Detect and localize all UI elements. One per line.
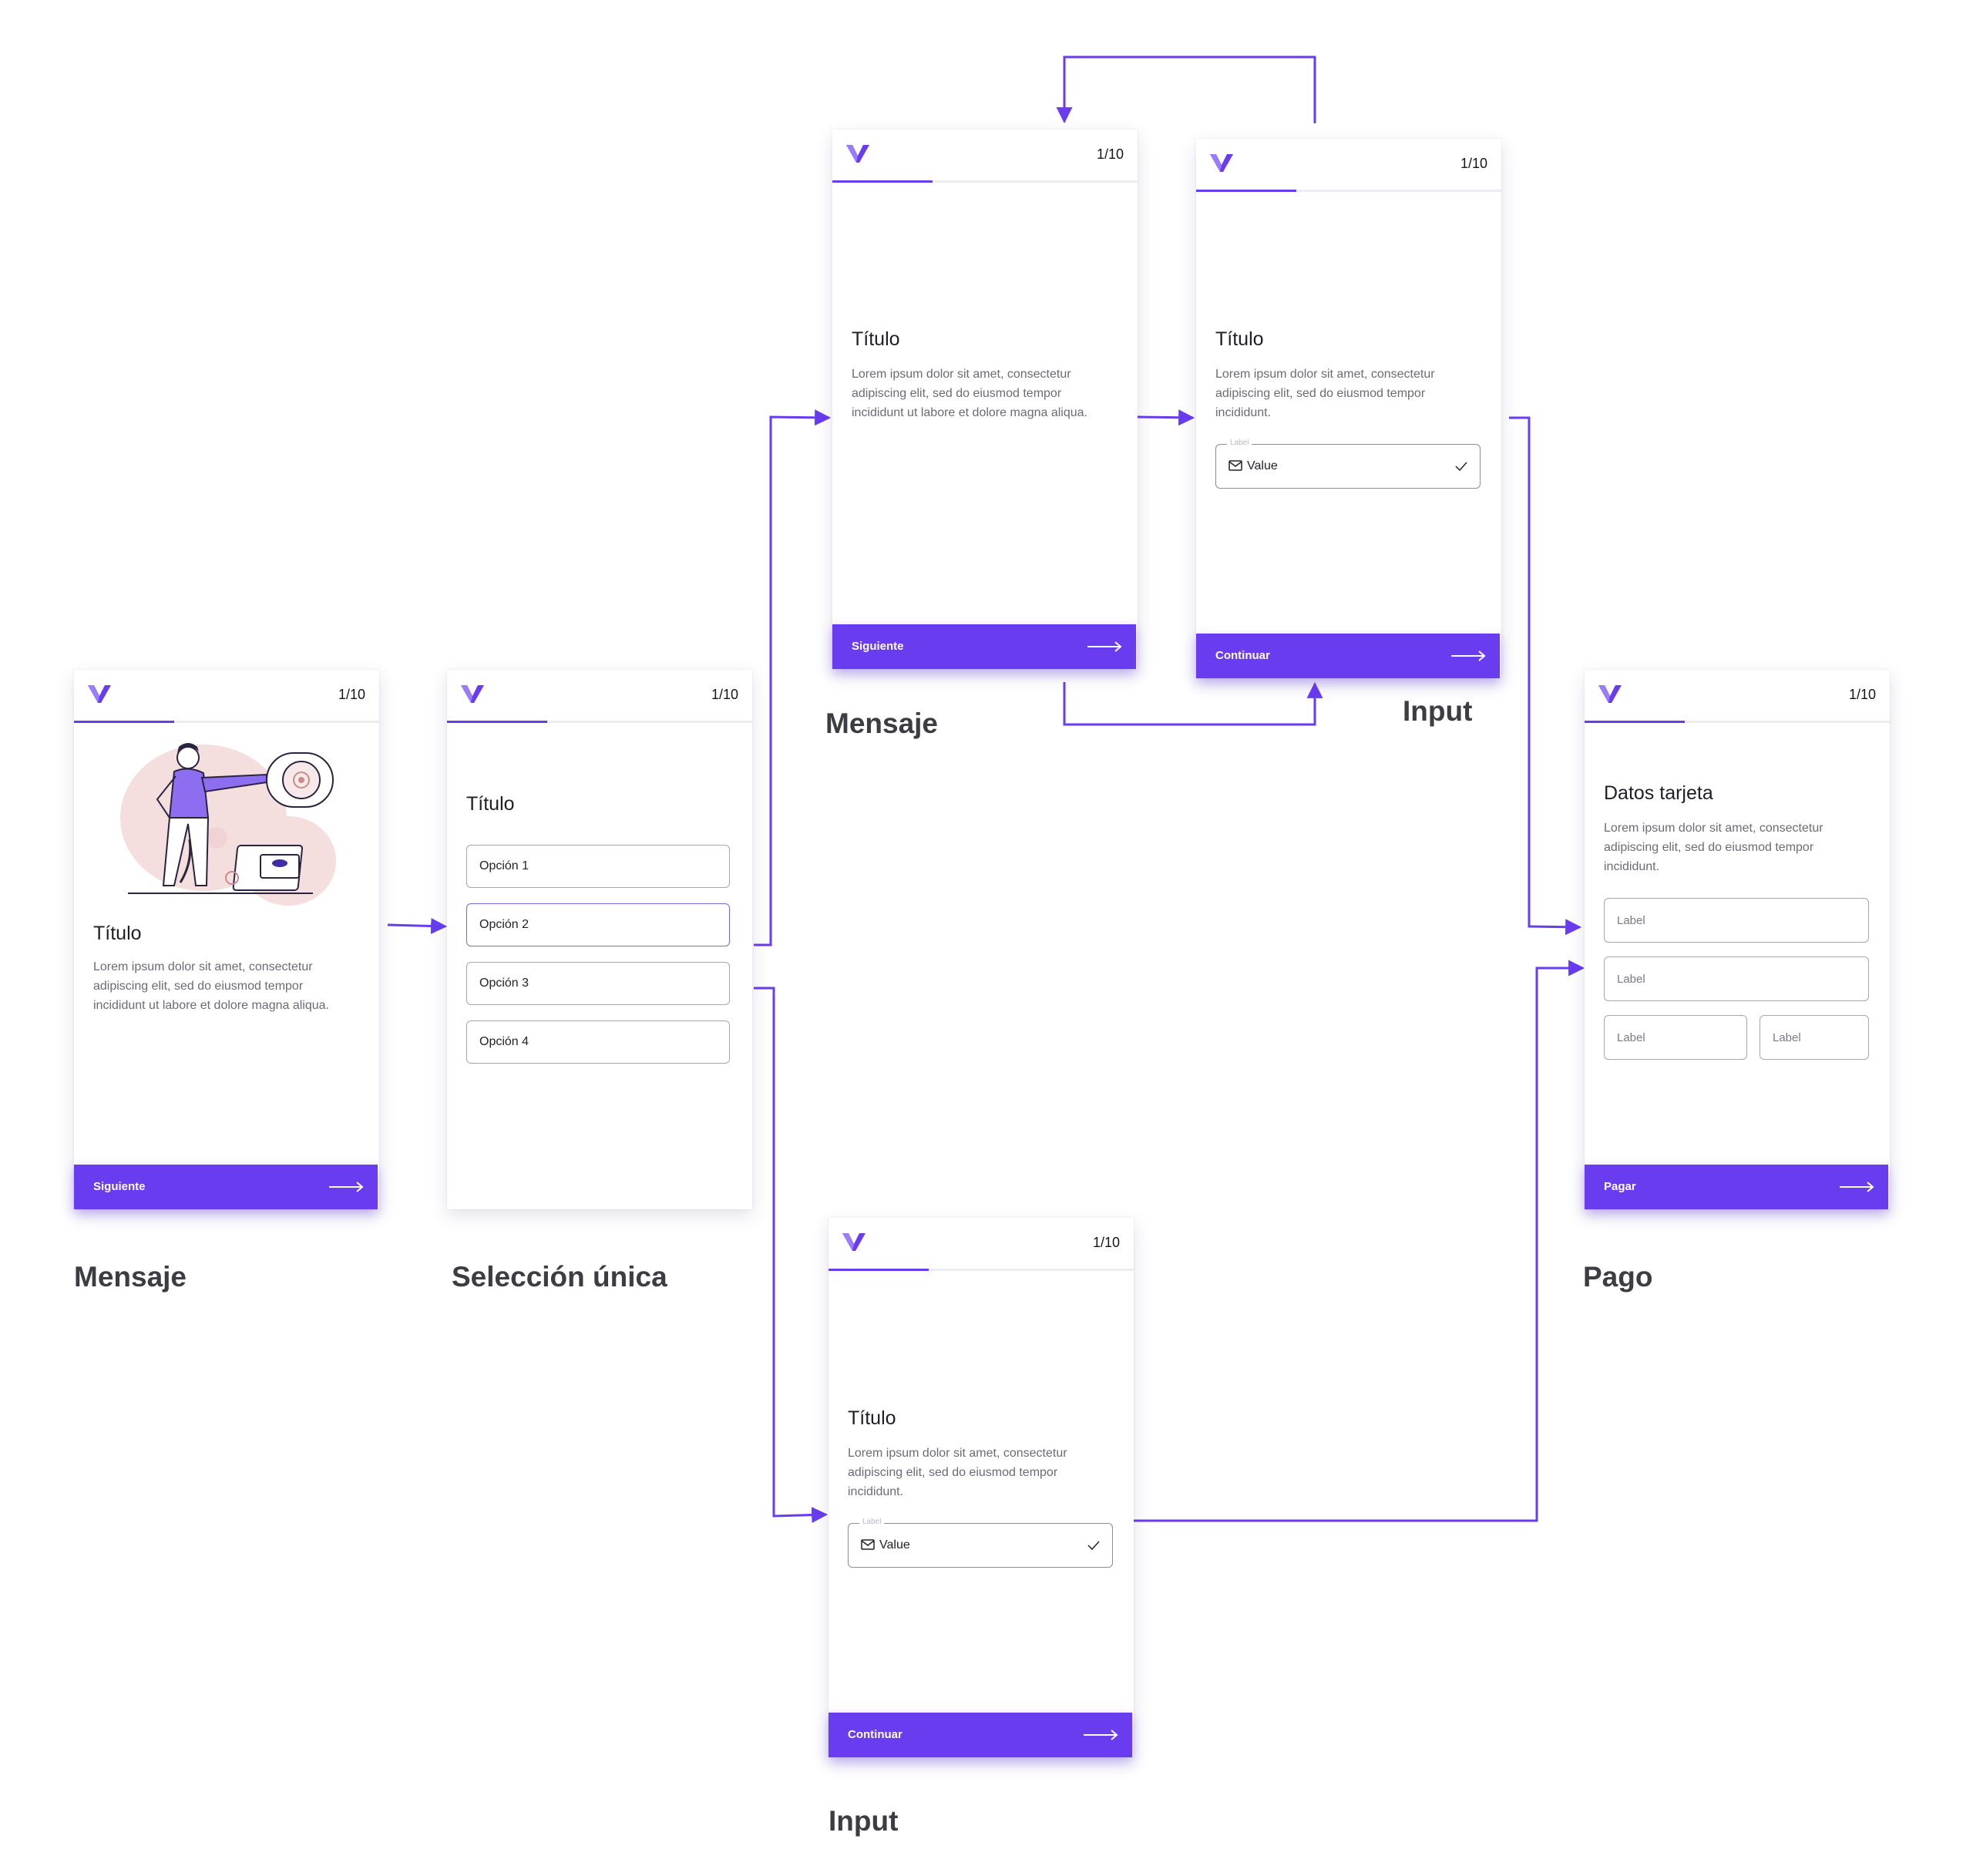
option-1[interactable]: Opción 1 <box>466 845 730 888</box>
screen-title: Título <box>1215 328 1264 350</box>
option-4[interactable]: Opción 4 <box>466 1020 730 1064</box>
progress-bar <box>829 1269 929 1271</box>
continue-button[interactable]: Continuar <box>829 1713 1132 1757</box>
connector-mensaje-top-to-input-top-bottom <box>1063 681 1323 726</box>
next-button-label: Siguiente <box>93 1180 146 1193</box>
screen-input-bottom: 1/10 Título Lorem ipsum dolor sit amet, … <box>829 1218 1134 1757</box>
email-field[interactable]: Label Value <box>848 1518 1113 1568</box>
arrow-right-icon <box>1084 1730 1118 1740</box>
connector-input-top-to-pago <box>1509 416 1582 936</box>
option-label: Opción 3 <box>479 977 529 990</box>
caption-input-bottom: Input <box>829 1805 899 1837</box>
screen-header: 1/10 <box>74 670 379 723</box>
field-label: Label <box>1227 439 1252 448</box>
v-logo-icon <box>846 145 869 163</box>
option-2[interactable]: Opción 2 <box>466 903 730 946</box>
continue-button-label: Continuar <box>848 1728 902 1741</box>
continue-button-label: Continuar <box>1215 649 1270 662</box>
continue-button[interactable]: Continuar <box>1196 634 1500 678</box>
check-icon <box>1455 462 1467 471</box>
caption-pago: Pago <box>1583 1261 1653 1293</box>
screen-title: Título <box>848 1407 896 1429</box>
screen-body-text: Lorem ipsum dolor sit amet, consectetur … <box>852 368 1087 419</box>
card-cvv-field[interactable]: Label <box>1760 1015 1869 1060</box>
card-holder-field[interactable]: Label <box>1604 956 1869 1001</box>
card-expiry-field[interactable]: Label <box>1604 1015 1747 1060</box>
screen-header: 1/10 <box>1196 139 1501 192</box>
person-presenting-illustration <box>120 743 336 906</box>
step-counter: 1/10 <box>1460 156 1487 171</box>
v-logo-icon <box>88 685 111 703</box>
v-logo-icon <box>1210 154 1233 172</box>
v-logo-icon <box>461 685 484 703</box>
screen-input-top: 1/10 Título Lorem ipsum dolor sit amet, … <box>1196 139 1501 678</box>
arrow-right-icon <box>329 1182 364 1192</box>
screen-body-text: Lorem ipsum dolor sit amet, consectetur … <box>1215 368 1435 419</box>
field-value: Value <box>879 1538 910 1552</box>
screen-mensaje-intro: 1/10 Título Lorem ipsum dolor sit amet, … <box>74 670 379 1209</box>
caption-mensaje-intro: Mensaje <box>74 1261 187 1293</box>
screen-title: Título <box>852 328 900 350</box>
card-number-field[interactable]: Label <box>1604 898 1869 943</box>
progress-bar <box>1585 721 1685 723</box>
connector-seleccion-to-input-bottom <box>754 987 829 1524</box>
next-button-label: Siguiente <box>852 640 904 653</box>
field-value: Value <box>1247 459 1278 472</box>
step-counter: 1/10 <box>1848 687 1876 702</box>
option-label: Opción 1 <box>479 859 529 872</box>
step-counter: 1/10 <box>1092 1235 1120 1250</box>
arrow-right-icon <box>1451 651 1486 661</box>
connector-input-top-loop-back <box>1056 55 1316 124</box>
v-logo-icon <box>842 1233 865 1251</box>
step-counter: 1/10 <box>711 687 738 702</box>
step-counter: 1/10 <box>1096 146 1124 162</box>
connector-input-bottom-to-pago <box>1133 960 1585 1522</box>
arrow-right-icon <box>1840 1182 1874 1192</box>
screen-header: 1/10 <box>829 1218 1134 1271</box>
next-button[interactable]: Siguiente <box>74 1165 378 1209</box>
field-label: Label <box>859 1518 885 1527</box>
screen-mensaje-top: 1/10 Título Lorem ipsum dolor sit amet, … <box>832 129 1138 669</box>
screen-title: Título <box>93 923 142 944</box>
check-icon <box>1087 1541 1100 1550</box>
caption-seleccion-unica: Selección única <box>452 1261 667 1293</box>
pay-button-label: Pagar <box>1604 1180 1636 1193</box>
arrow-right-icon <box>1087 641 1122 652</box>
mail-icon <box>1229 460 1242 471</box>
screen-pago: 1/10 Datos tarjeta Lorem ipsum dolor sit… <box>1585 670 1890 1209</box>
screen-header: 1/10 <box>447 670 752 723</box>
screen-header: 1/10 <box>832 129 1138 183</box>
screen-body-text: Lorem ipsum dolor sit amet, consectetur … <box>848 1447 1067 1498</box>
option-label: Opción 2 <box>479 918 529 931</box>
option-label: Opción 4 <box>479 1035 529 1048</box>
option-3[interactable]: Opción 3 <box>466 962 730 1005</box>
pay-button[interactable]: Pagar <box>1585 1165 1888 1209</box>
mail-icon <box>861 1539 875 1550</box>
email-field[interactable]: Label Value <box>1215 439 1481 489</box>
screen-title: Datos tarjeta <box>1604 782 1713 804</box>
caption-input-top: Input <box>1403 695 1473 727</box>
screen-body-text: Lorem ipsum dolor sit amet, consectetur … <box>1604 822 1823 873</box>
connector-seleccion-to-mensaje-top <box>754 409 832 946</box>
field-placeholder: Label <box>1773 1031 1801 1044</box>
field-placeholder: Label <box>1617 914 1645 927</box>
progress-bar <box>832 180 933 183</box>
screen-title: Título <box>466 793 515 815</box>
next-button[interactable]: Siguiente <box>832 624 1136 669</box>
progress-bar <box>1196 190 1296 192</box>
progress-bar <box>74 721 174 723</box>
caption-mensaje-top: Mensaje <box>825 708 939 739</box>
progress-bar <box>447 721 547 723</box>
field-placeholder: Label <box>1617 973 1645 986</box>
screen-body-text: Lorem ipsum dolor sit amet, consectetur … <box>93 960 329 1012</box>
screen-seleccion-unica: 1/10 Título Opción 1 Opción 2 Opción 3 O… <box>447 670 752 1209</box>
connector-mensaje-top-to-input-top <box>1137 409 1195 426</box>
connector-intro-to-seleccion <box>387 917 448 934</box>
field-placeholder: Label <box>1617 1031 1645 1044</box>
v-logo-icon <box>1598 685 1622 703</box>
step-counter: 1/10 <box>338 687 365 702</box>
screen-header: 1/10 <box>1585 670 1890 723</box>
